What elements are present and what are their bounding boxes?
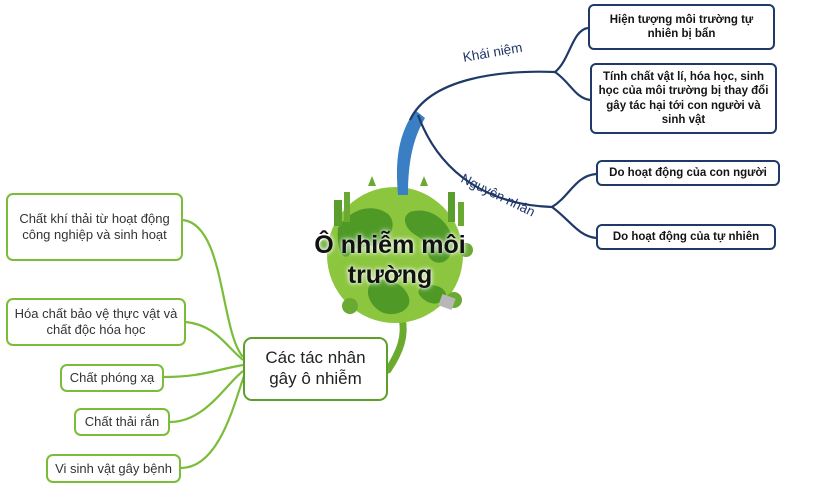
connector-con-nguoi	[551, 172, 597, 208]
node-hien-tuong: Hiện tượng môi trường tự nhiên bị bẩn	[588, 4, 775, 50]
hub-stem	[384, 314, 407, 374]
connector-tinh-chat	[554, 71, 591, 102]
globe-illustration	[319, 176, 473, 323]
connector-khai-niem	[409, 70, 556, 121]
connector-khi-thai	[182, 218, 244, 358]
connector-hien-tuong	[554, 26, 589, 73]
center-title-line2: trường	[347, 261, 433, 289]
connector-vi-sinh-vat	[180, 375, 246, 470]
blue-trunk	[396, 110, 425, 195]
hub-tac-nhan: Các tác nhân gây ô nhiễm	[243, 337, 388, 401]
node-vi-sinh-vat: Vi sinh vật gây bệnh	[46, 454, 181, 483]
connector-nguyen-nhan	[416, 114, 553, 209]
center-title-line1: Ô nhiễm môi	[314, 231, 466, 259]
center-title: Ô nhiễm môi trường	[290, 230, 490, 290]
connector-chat-thai-ran	[169, 370, 244, 424]
node-phong-xa: Chất phóng xạ	[60, 364, 164, 392]
connector-hoa-chat	[185, 320, 244, 361]
connector-tu-nhien	[551, 206, 597, 240]
node-tu-nhien: Do hoạt động của tự nhiên	[596, 224, 776, 250]
connector-phong-xa	[163, 363, 244, 379]
blue-connectors	[409, 26, 597, 240]
node-hoa-chat: Hóa chất bảo vệ thực vật và chất độc hóa…	[6, 298, 186, 346]
node-chat-thai-ran: Chất thải rắn	[74, 408, 170, 436]
node-tinh-chat: Tính chất vật lí, hóa học, sinh học của …	[590, 63, 777, 134]
green-connectors	[163, 218, 246, 470]
node-con-nguoi: Do hoạt động của con người	[596, 160, 780, 186]
node-khi-thai: Chất khí thải từ hoạt động công nghiệp v…	[6, 193, 183, 261]
